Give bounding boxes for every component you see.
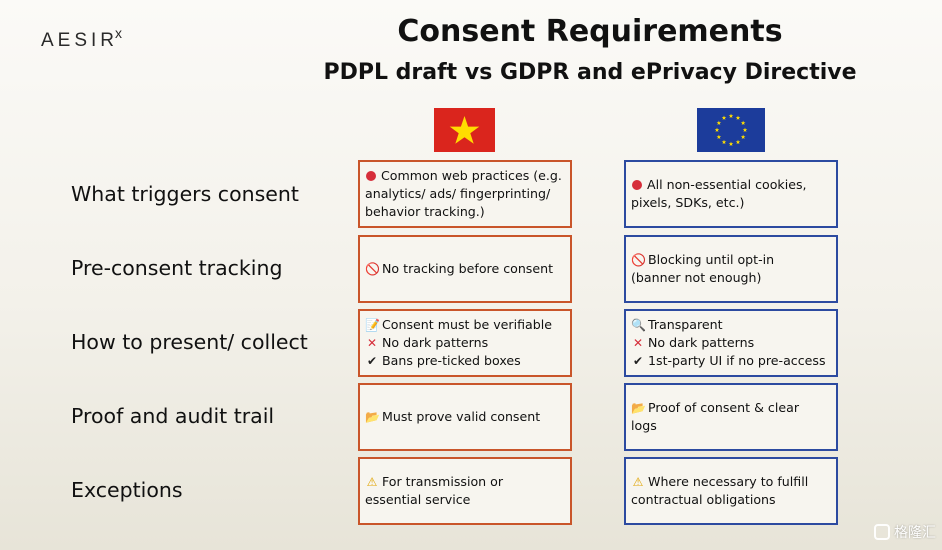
- vn-proof-line-1: Must prove valid consent: [382, 409, 541, 424]
- vn-cell-triggers: Common web practices (e.g. analytics/ ad…: [358, 160, 572, 228]
- eu-preconsent-line-1: Blocking until opt-in: [648, 252, 775, 267]
- prohibited-icon: 🚫: [365, 262, 380, 276]
- eu-cell-proof-audit: 📂Proof of consent & clear logs: [624, 383, 838, 451]
- logo-text: AESIR: [41, 30, 119, 51]
- row-label-present-collect: How to present/ collect: [71, 330, 308, 354]
- eu-cell-present-collect: 🔍Transparent ✕ No dark patterns ✔ 1st-part…: [624, 309, 838, 377]
- check-mark-icon: ✔: [366, 354, 378, 368]
- warning-icon: ⚠: [366, 475, 378, 489]
- eu-triggers-line-2: pixels, SDKs, etc.): [631, 195, 745, 210]
- eu-flag-icon: [697, 108, 765, 152]
- cross-mark-icon: ✕: [366, 336, 378, 350]
- vn-present-line-1: Consent must be verifiable: [382, 317, 552, 332]
- eu-star: [742, 127, 748, 132]
- eu-cell-exceptions: ⚠ Where necessary to fulfill contractual …: [624, 457, 838, 525]
- eu-preconsent-line-2: (banner not enough): [631, 270, 762, 285]
- row-label-pre-consent: Pre-consent tracking: [71, 256, 283, 280]
- red-circle-icon: [366, 171, 376, 181]
- vn-cell-proof-audit: 📂Must prove valid consent: [358, 383, 572, 451]
- eu-cell-triggers: All non-essential cookies, pixels, SDKs,…: [624, 160, 838, 228]
- eu-present-line-1: Transparent: [648, 317, 723, 332]
- vietnam-flag-icon: [434, 108, 495, 152]
- eu-flag-stars: [714, 113, 748, 146]
- magnifying-glass-icon: 🔍: [631, 318, 646, 332]
- eu-star: [735, 115, 741, 120]
- vn-preconsent-line-1: No tracking before consent: [382, 261, 554, 276]
- eu-star: [716, 120, 722, 125]
- row-label-exceptions: Exceptions: [71, 478, 183, 502]
- vn-cell-pre-consent: 🚫No tracking before consent: [358, 235, 572, 303]
- red-circle-icon: [632, 180, 642, 190]
- eu-star: [735, 139, 741, 145]
- memo-icon: 📝: [365, 318, 380, 332]
- folder-icon: 📂: [631, 401, 646, 415]
- vn-cell-exceptions: ⚠ For transmission or essential service: [358, 457, 572, 525]
- eu-proof-line-1: Proof of consent & clear: [648, 400, 799, 415]
- vn-exceptions-line-1: For transmission or: [382, 474, 504, 489]
- eu-present-line-3: 1st-party UI if no pre-access: [648, 353, 826, 368]
- page-subtitle: PDPL draft vs GDPR and ePrivacy Directiv…: [323, 60, 857, 85]
- vn-exceptions-line-2: essential service: [365, 492, 471, 507]
- vn-triggers-line-3: behavior tracking.): [365, 204, 485, 219]
- eu-star: [721, 115, 727, 120]
- eu-exceptions-line-2: contractual obligations: [631, 492, 776, 507]
- row-label-triggers: What triggers consent: [71, 182, 299, 206]
- eu-star: [740, 120, 746, 125]
- check-mark-icon: ✔: [632, 354, 644, 368]
- watermark: 格隆汇: [874, 522, 936, 542]
- page-title: Consent Requirements: [397, 14, 783, 49]
- watermark-text: 格隆汇: [894, 525, 936, 541]
- warning-icon: ⚠: [632, 475, 644, 489]
- vn-present-line-2: No dark patterns: [382, 335, 489, 350]
- watermark-logo-icon: [874, 524, 890, 540]
- vn-cell-present-collect: 📝Consent must be verifiable ✕ No dark pat…: [358, 309, 572, 377]
- row-label-proof-audit: Proof and audit trail: [71, 404, 275, 428]
- eu-star: [716, 134, 722, 139]
- eu-star: [721, 139, 727, 145]
- eu-star: [728, 141, 734, 146]
- vn-triggers-line-2: analytics/ ads/ fingerprinting/: [365, 186, 551, 201]
- prohibited-icon: 🚫: [631, 253, 646, 267]
- aesir-logo: AESIRx: [41, 25, 125, 52]
- eu-star: [714, 127, 720, 132]
- vietnam-flag-star: [449, 116, 480, 144]
- folder-icon: 📂: [365, 410, 380, 424]
- cross-mark-icon: ✕: [632, 336, 644, 350]
- vn-triggers-line-1: Common web practices (e.g.: [381, 168, 562, 183]
- eu-triggers-line-1: All non-essential cookies,: [647, 177, 807, 192]
- eu-star: [728, 113, 734, 118]
- logo-mark: x: [115, 25, 123, 41]
- eu-star: [740, 134, 746, 139]
- vn-present-line-3: Bans pre-ticked boxes: [382, 353, 521, 368]
- eu-present-line-2: No dark patterns: [648, 335, 755, 350]
- eu-proof-line-2: logs: [631, 418, 657, 433]
- eu-exceptions-line-1: Where necessary to fulfill: [648, 474, 809, 489]
- eu-cell-pre-consent: 🚫Blocking until opt-in (banner not enoug…: [624, 235, 838, 303]
